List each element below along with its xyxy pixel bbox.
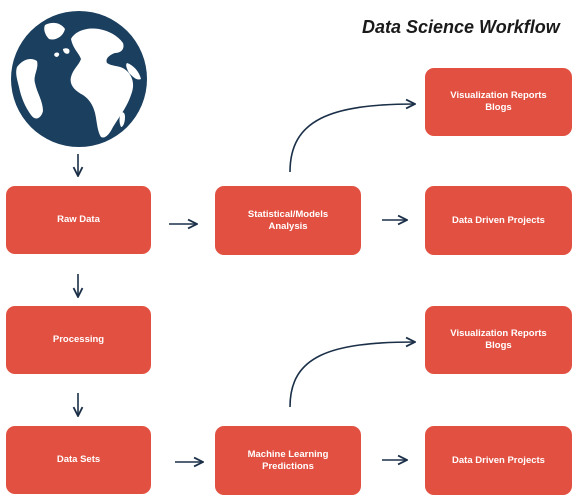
data-driven-projects-bottom-box: Data Driven Projects <box>425 426 572 495</box>
statistical-models-label-line1: Statistical/Models <box>247 208 329 220</box>
data-driven-projects-top-box: Data Driven Projects <box>425 186 572 255</box>
visualization-reports-top-line1: Visualization Reports <box>450 90 547 101</box>
statistical-models-box: Statistical/Models Analysis <box>215 186 361 255</box>
data-driven-projects-bottom-label: Data Driven Projects <box>452 454 545 466</box>
visualization-reports-top-box: Visualization Reports Blogs <box>425 68 572 136</box>
statistical-models-label-line2: Analysis <box>268 220 308 232</box>
processing-label: Processing <box>52 334 105 345</box>
machine-learning-label-line2: Predictions <box>262 460 314 472</box>
diagram-title: Data Science Workflow <box>362 17 560 37</box>
machine-learning-box: Machine Learning Predictions <box>215 426 361 495</box>
arrow-ml-to-viz-bottom <box>289 342 415 408</box>
globe-icon <box>11 11 147 147</box>
processing-box: Processing <box>6 306 151 374</box>
raw-data-box: Raw Data <box>6 186 151 254</box>
visualization-reports-bottom-box: Visualization Reports Blogs <box>425 306 572 374</box>
machine-learning-label-line1: Machine Learning <box>247 448 329 460</box>
data-sets-box: Data Sets <box>6 426 151 494</box>
data-sets-label: Data Sets <box>56 454 101 465</box>
visualization-reports-bottom-line1: Visualization Reports <box>450 328 547 339</box>
raw-data-label: Raw Data <box>57 214 100 225</box>
visualization-reports-top-line2: Blogs <box>485 102 512 113</box>
visualization-reports-bottom-line2: Blogs <box>485 340 512 351</box>
data-driven-projects-top-label: Data Driven Projects <box>452 214 545 226</box>
arrow-statistical-to-viz-top <box>289 104 415 173</box>
